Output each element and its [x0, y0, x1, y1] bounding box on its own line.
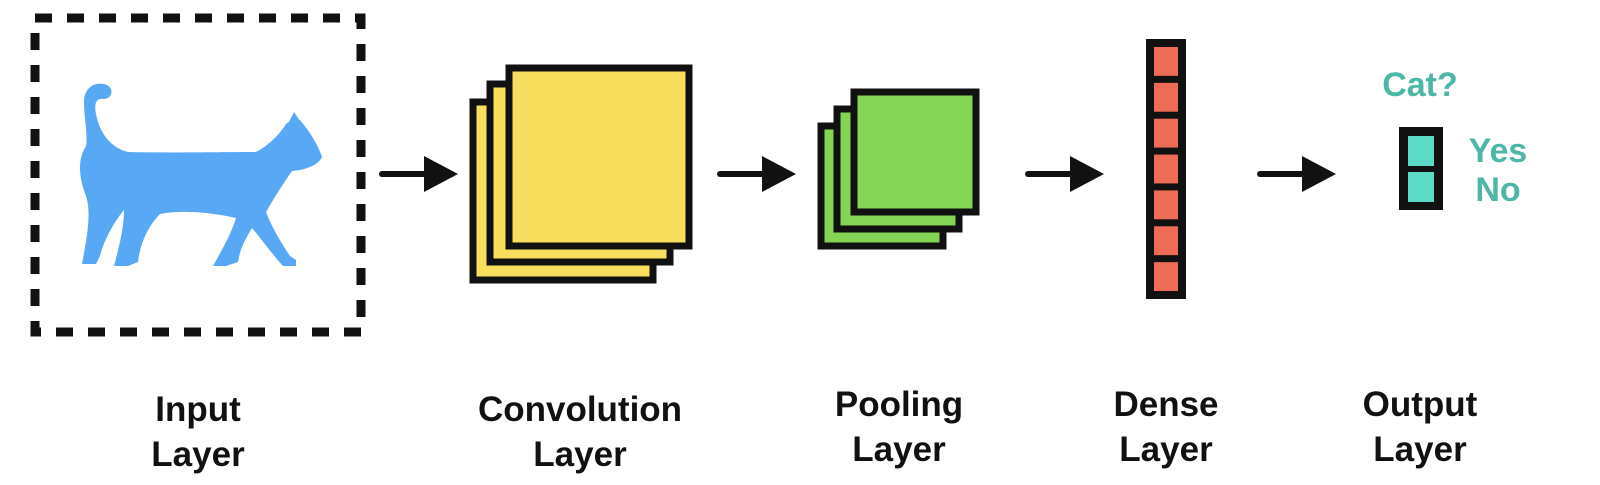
dense-unit: [1154, 82, 1178, 112]
output-unit-yes: [1408, 136, 1434, 166]
dense-label-line2: Layer: [1119, 430, 1213, 469]
input-label-line2: Layer: [151, 435, 245, 474]
output-option-no: No: [1475, 171, 1520, 209]
arrow-right-icon: [1257, 156, 1336, 192]
pooling-label-line2: Layer: [852, 430, 946, 469]
dense-unit: [1154, 262, 1178, 291]
feature-map: [505, 64, 693, 250]
stage-labels: Input Layer Convolution Layer Pooling La…: [151, 385, 1477, 474]
dense-unit: [1154, 118, 1178, 148]
dense-label: Dense: [1113, 385, 1218, 424]
output-unit-no: [1408, 172, 1434, 202]
pooled-map: [850, 88, 980, 216]
input-dashed-frame: [30, 13, 366, 337]
dense-unit: [1154, 226, 1178, 256]
input-label: Input: [155, 390, 241, 429]
output-label-line2: Layer: [1373, 430, 1467, 469]
output-question: Cat?: [1382, 66, 1458, 104]
dense-unit: [1154, 154, 1178, 184]
pooling-label: Pooling: [835, 385, 963, 424]
pooling-layer: [817, 88, 980, 250]
input-layer: [30, 13, 366, 337]
dense-unit: [1154, 47, 1178, 76]
convolution-label-line2: Layer: [533, 435, 627, 474]
output-layer: Cat? Yes No: [1382, 66, 1527, 210]
arrow-right-icon: [1025, 156, 1104, 192]
convolution-label: Convolution: [478, 390, 682, 429]
cat-silhouette-icon: [80, 83, 322, 266]
dense-unit: [1154, 190, 1178, 220]
arrow-right-icon: [717, 156, 796, 192]
output-label: Output: [1363, 385, 1478, 424]
dense-layer: [1146, 39, 1186, 299]
output-option-yes: Yes: [1469, 132, 1528, 170]
arrow-right-icon: [379, 156, 458, 192]
convolution-layer: [469, 64, 693, 284]
